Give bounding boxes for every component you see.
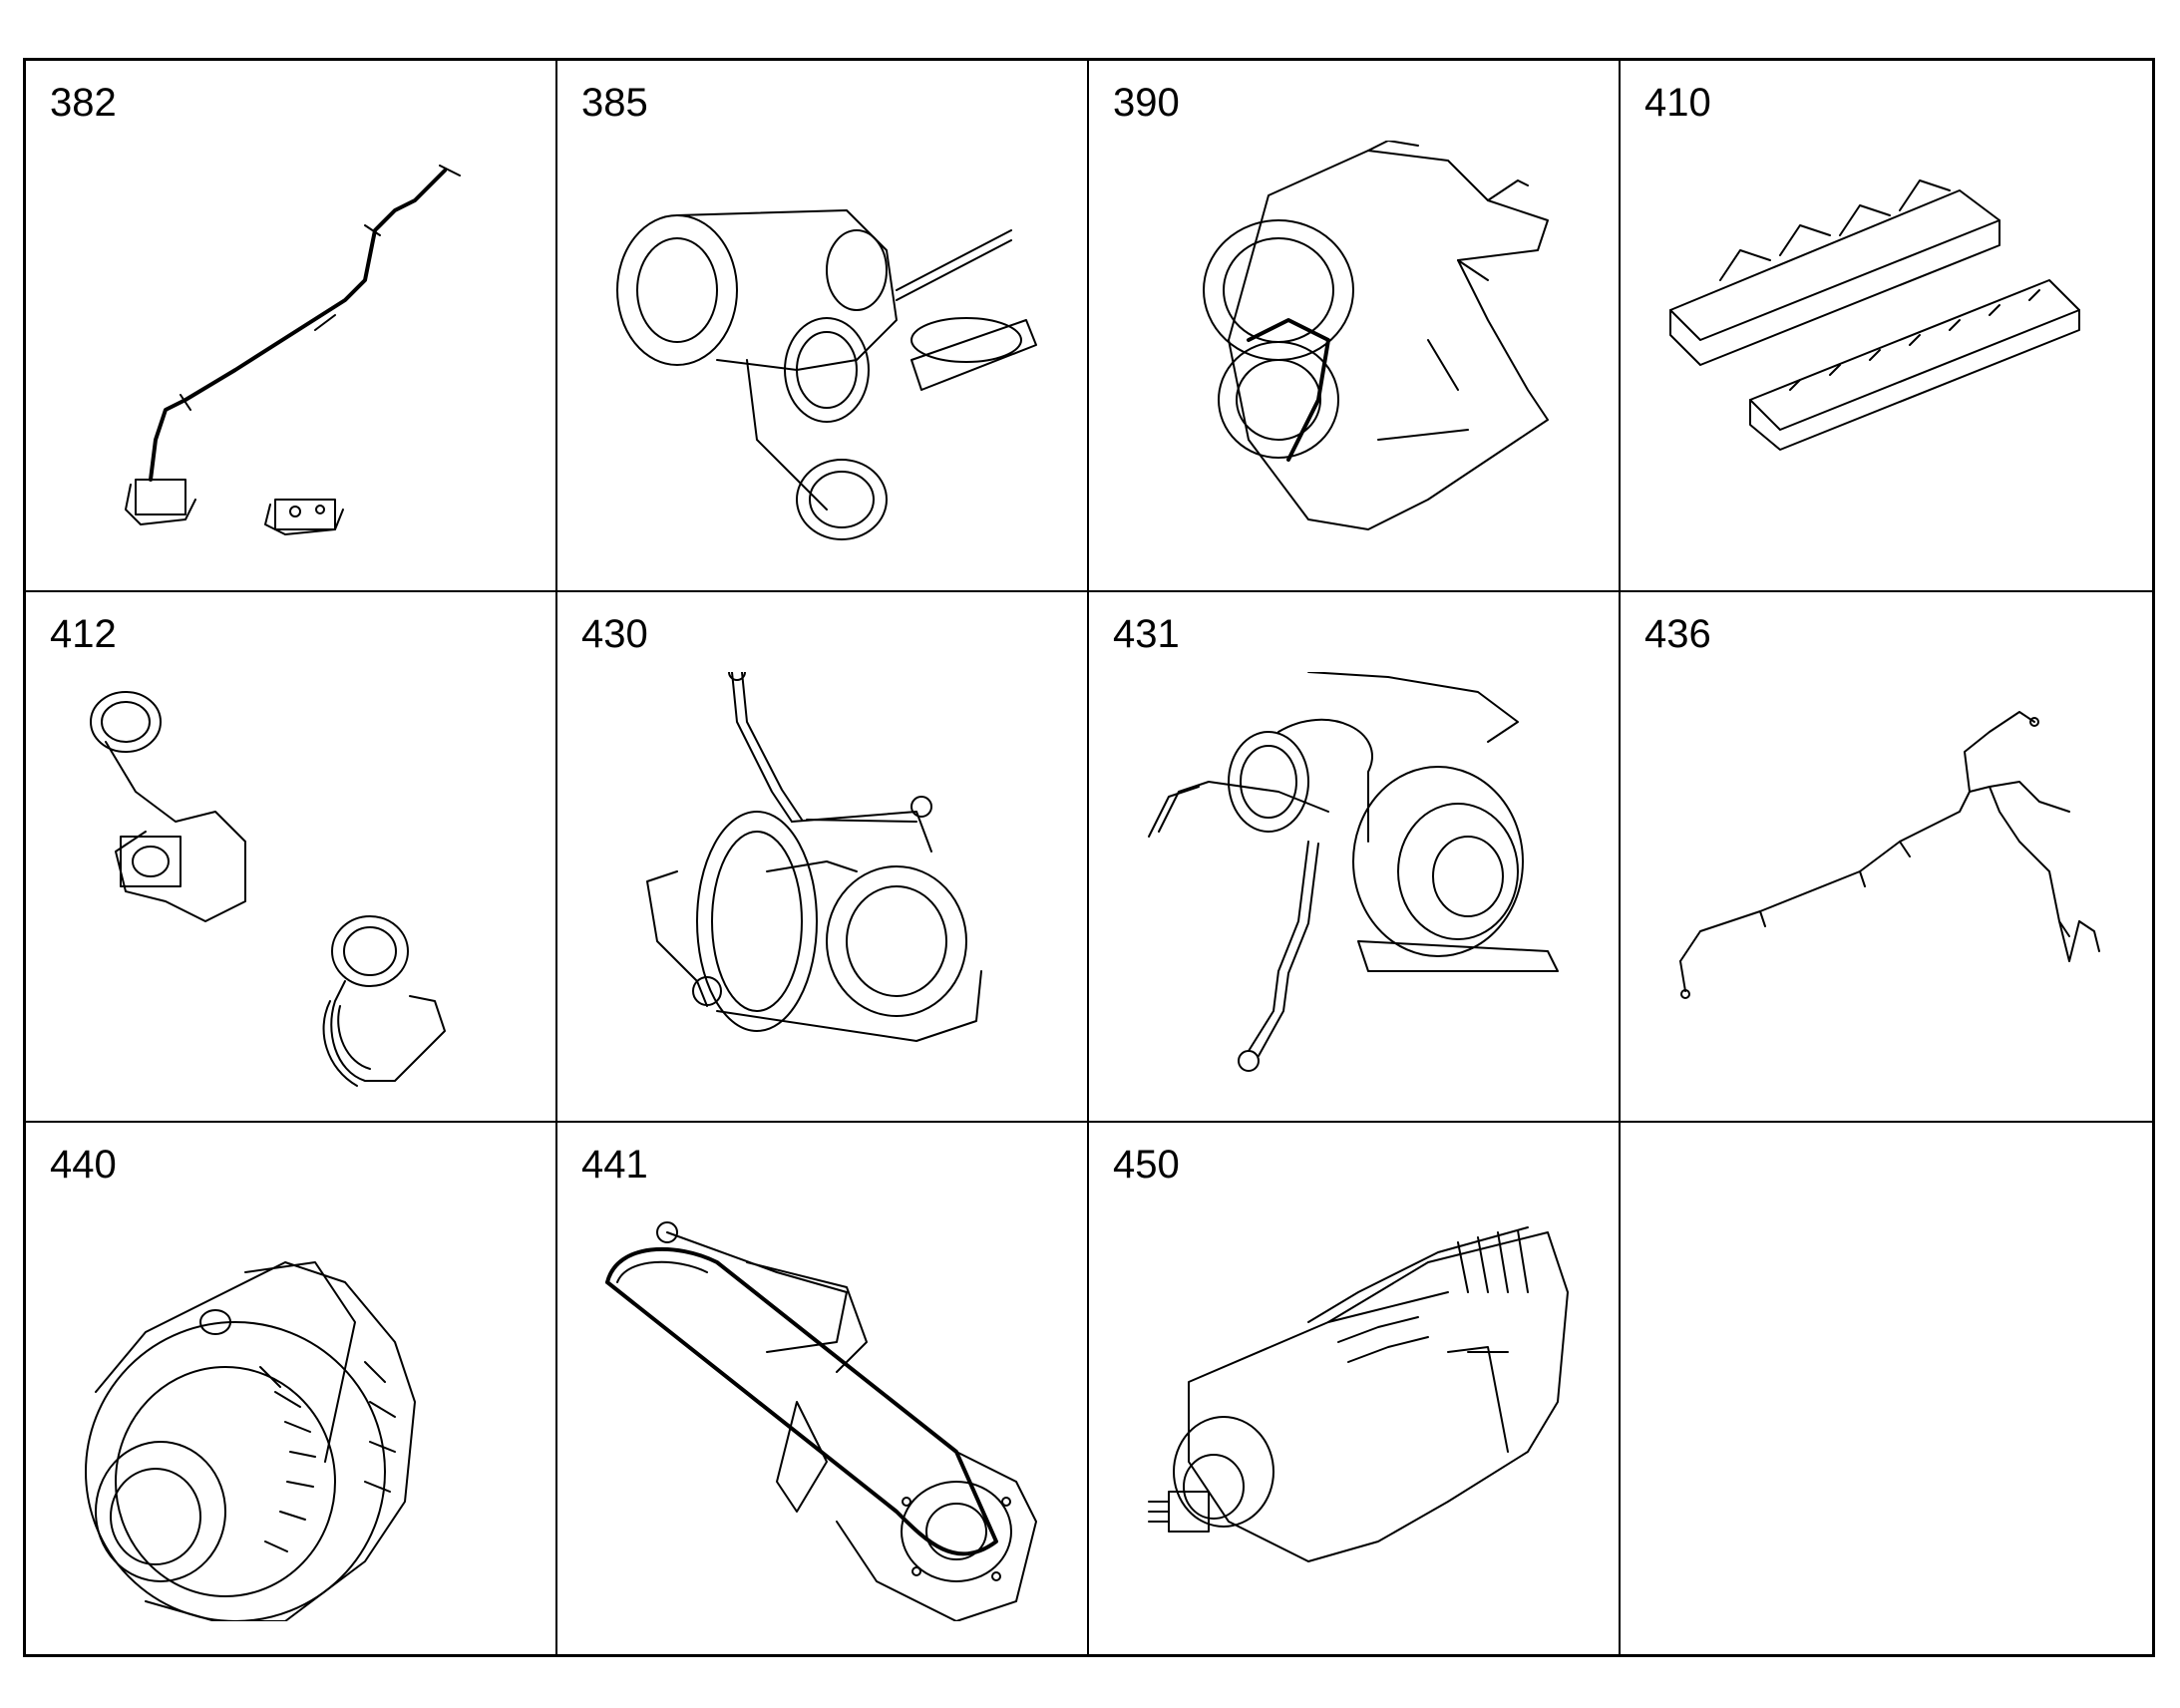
- part-cell-431[interactable]: 431: [1089, 591, 1621, 1124]
- turbocharger-lines-icon: [1148, 671, 1559, 1072]
- part-number: 450: [1113, 1143, 1180, 1188]
- part-cell-390[interactable]: 390: [1089, 61, 1621, 592]
- empty-cell: [1621, 1123, 2152, 1654]
- part-cell-430[interactable]: 430: [557, 591, 1089, 1124]
- belt-drive-icon: [605, 1221, 1037, 1622]
- part-cell-410[interactable]: 410: [1621, 61, 2152, 592]
- tube-with-fittings-icon: [125, 165, 461, 535]
- part-number: 441: [581, 1143, 648, 1188]
- turbocharger-icon: [646, 671, 982, 1042]
- part-number: 385: [581, 81, 648, 125]
- part-cell-382[interactable]: 382: [26, 61, 557, 592]
- part-cell-441[interactable]: 441: [557, 1123, 1089, 1654]
- part-number: 436: [1644, 611, 1711, 656]
- part-number: 430: [581, 611, 648, 656]
- part-cell-436[interactable]: 436: [1621, 592, 2152, 1124]
- part-number: 431: [1113, 611, 1180, 656]
- wiring-harness-icon: [1679, 710, 2100, 999]
- turbocharger-bracket-icon: [1203, 141, 1549, 530]
- exhaust-housing-icon: [616, 209, 1037, 540]
- part-cell-412[interactable]: 412: [26, 591, 557, 1124]
- part-number: 390: [1113, 81, 1180, 125]
- supercharger-icon: [1148, 1226, 1569, 1563]
- part-number: 382: [50, 81, 117, 125]
- cylinder-heads-icon: [1669, 179, 2080, 451]
- part-number: 412: [50, 611, 117, 656]
- part-number: 440: [50, 1143, 117, 1188]
- part-cell-450[interactable]: 450: [1089, 1123, 1621, 1654]
- parts-grid: 382 385: [23, 58, 2155, 1657]
- part-cell-440[interactable]: 440: [26, 1123, 557, 1654]
- part-cell-385[interactable]: 385: [557, 61, 1089, 592]
- alternator-icon: [85, 1261, 416, 1622]
- throttle-bodies-icon: [90, 690, 446, 1087]
- part-number: 410: [1644, 81, 1711, 125]
